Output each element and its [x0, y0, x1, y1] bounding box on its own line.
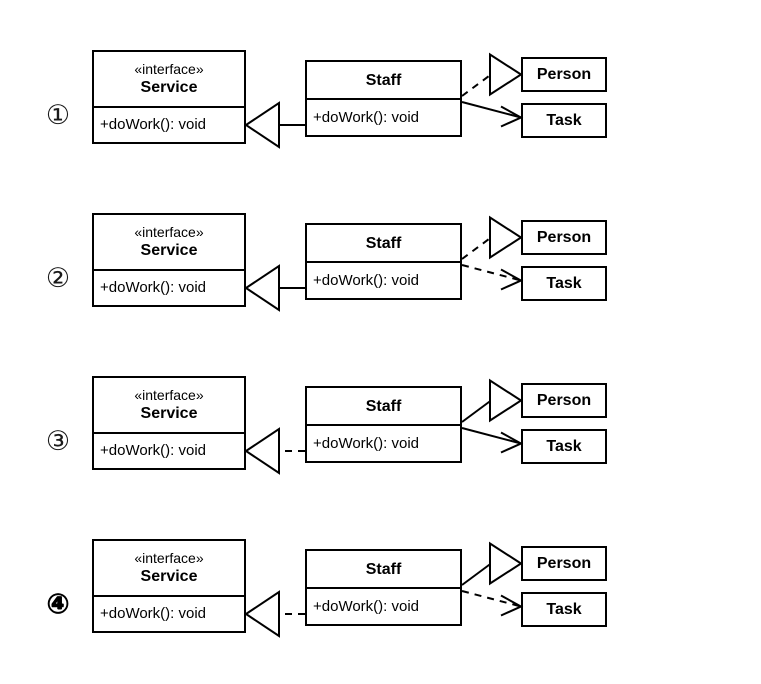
person-class-name: Person [536, 391, 592, 409]
uml-class-task: Task [521, 592, 607, 627]
task-class-name: Task [546, 600, 582, 618]
option-row-2[interactable]: ② «interface» Service +doWork(): void Staff +… [0, 193, 761, 358]
relation-staff-to-person [461, 378, 523, 423]
staff-class-name: Staff [365, 234, 402, 252]
option-row-4[interactable]: ④ «interface» Service +doWork(): void Staff +… [0, 519, 761, 684]
service-class-name: Service [140, 405, 198, 422]
relation-staff-to-person [461, 215, 523, 260]
service-class-name: Service [140, 79, 198, 96]
uml-class-staff: Staff +doWork(): void [305, 223, 462, 300]
uml-class-service: «interface» Service +doWork(): void [92, 539, 246, 633]
option-row-1[interactable]: ① «interface» Service +doWork(): void Staff +… [0, 30, 761, 195]
uml-class-person: Person [521, 383, 607, 418]
service-member: +doWork(): void [100, 116, 207, 133]
option-row-3[interactable]: ③ «interface» Service +doWork(): void Staff +… [0, 356, 761, 521]
staff-class-name: Staff [365, 560, 402, 578]
task-class-name: Task [546, 111, 582, 129]
relation-staff-to-service [244, 590, 305, 638]
option-number-1[interactable]: ① [45, 99, 71, 131]
relation-staff-to-service [244, 101, 305, 149]
uml-class-service: «interface» Service +doWork(): void [92, 50, 246, 144]
person-class-name: Person [536, 65, 592, 83]
service-stereotype: «interface» [134, 224, 204, 240]
relation-staff-to-task [461, 590, 524, 617]
service-class-name: Service [140, 242, 198, 259]
relation-staff-to-person [461, 541, 523, 586]
uml-class-task: Task [521, 429, 607, 464]
relation-staff-to-service [244, 264, 305, 312]
staff-member: +doWork(): void [313, 271, 420, 289]
staff-member: +doWork(): void [313, 108, 420, 126]
service-member: +doWork(): void [100, 279, 207, 296]
person-class-name: Person [536, 554, 592, 572]
uml-class-staff: Staff +doWork(): void [305, 60, 462, 137]
relation-staff-to-person [461, 52, 523, 97]
uml-class-staff: Staff +doWork(): void [305, 386, 462, 463]
uml-class-service: «interface» Service +doWork(): void [92, 376, 246, 470]
service-stereotype: «interface» [134, 387, 204, 403]
option-number-4[interactable]: ④ [46, 588, 70, 620]
staff-member: +doWork(): void [313, 597, 420, 615]
staff-class-name: Staff [365, 397, 402, 415]
relation-staff-to-task [461, 264, 524, 291]
relation-staff-to-task [461, 427, 524, 454]
task-class-name: Task [546, 437, 582, 455]
service-member: +doWork(): void [100, 442, 207, 459]
person-class-name: Person [536, 228, 592, 246]
service-member: +doWork(): void [100, 605, 207, 622]
service-stereotype: «interface» [134, 550, 204, 566]
uml-class-task: Task [521, 266, 607, 301]
uml-class-task: Task [521, 103, 607, 138]
uml-class-person: Person [521, 57, 607, 92]
relation-staff-to-service [244, 427, 305, 475]
task-class-name: Task [546, 274, 582, 292]
service-stereotype: «interface» [134, 61, 204, 77]
option-number-2[interactable]: ② [45, 262, 71, 294]
staff-class-name: Staff [365, 71, 402, 89]
staff-member: +doWork(): void [313, 434, 420, 452]
service-class-name: Service [140, 568, 198, 585]
uml-class-staff: Staff +doWork(): void [305, 549, 462, 626]
relation-staff-to-task [461, 101, 524, 128]
uml-class-service: «interface» Service +doWork(): void [92, 213, 246, 307]
uml-class-person: Person [521, 546, 607, 581]
uml-class-person: Person [521, 220, 607, 255]
option-number-3[interactable]: ③ [45, 425, 71, 457]
